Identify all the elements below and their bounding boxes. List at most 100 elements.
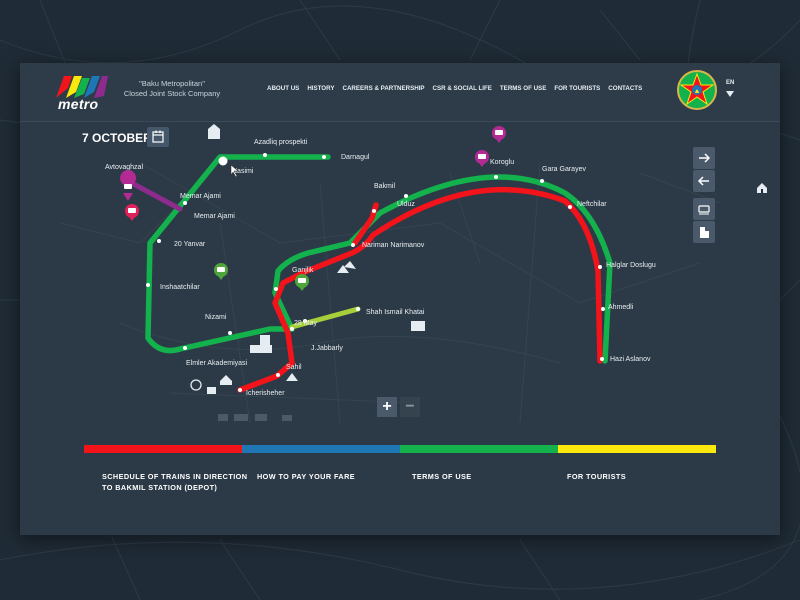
station-dots — [146, 153, 605, 392]
landmark-icon — [190, 124, 425, 394]
station-dot-icherisheher[interactable] — [238, 388, 242, 392]
station-label-darnagul[interactable]: Darnagul — [341, 154, 370, 161]
station-dot-ahmedli[interactable] — [601, 307, 605, 311]
main-panel: metro "Baku Metropolitan" Closed Joint S… — [20, 63, 780, 535]
color-segment-red — [84, 445, 242, 453]
nav-history[interactable]: HISTORY — [307, 85, 335, 92]
station-dot-koroglu[interactable] — [494, 175, 498, 179]
station-label-ulduz[interactable]: Ulduz — [397, 201, 415, 208]
station-label-20-yanvar[interactable]: 20 Yanvar — [174, 241, 206, 248]
calendar-button[interactable] — [147, 127, 169, 147]
bottom-links: SCHEDULE OF TRAINS IN DIRECTION TO BAKMI… — [102, 471, 722, 493]
station-label-narimanov[interactable]: Nariman Narimanov — [362, 242, 425, 249]
link-train-schedule[interactable]: SCHEDULE OF TRAINS IN DIRECTION TO BAKMI… — [102, 472, 248, 492]
station-dot-28-may[interactable] — [290, 327, 294, 331]
station-dot-nasimi[interactable] — [218, 156, 228, 166]
previous-button[interactable] — [693, 170, 715, 192]
station-label-nasimi[interactable]: Nasimi — [232, 168, 254, 175]
station-dot-20-yanvar[interactable] — [157, 239, 161, 243]
company-name-line2: Closed Joint Stock Company — [123, 89, 221, 98]
station-label-icherisheher[interactable]: Icherisheher — [246, 390, 285, 397]
station-label-ganjlik[interactable]: Ganjlik — [292, 267, 314, 274]
faded-icons — [218, 414, 292, 421]
station-label-memar-ajami-2[interactable]: Memar Ajami — [194, 213, 235, 220]
pin-icon[interactable] — [475, 150, 489, 167]
station-label-koroglu[interactable]: Koroglu — [490, 159, 514, 166]
nav-terms-of-use[interactable]: TERMS OF USE — [499, 85, 547, 92]
station-dot-ganjlik[interactable] — [274, 287, 278, 291]
main-nav: ABOUT US HISTORY CAREERS & PARTNERSHIP C… — [263, 85, 646, 92]
station-dot-halglar[interactable] — [598, 265, 602, 269]
station-label-bakmil[interactable]: Bakmil — [374, 183, 395, 190]
station-dot-nizami[interactable] — [228, 331, 232, 335]
company-name-line1: "Baku Metropolitan" — [139, 79, 205, 88]
station-label-ahmedli[interactable]: Ahmedli — [608, 304, 634, 311]
station-label-sahil[interactable]: Sahil — [286, 364, 302, 371]
station-dot-gara-garayev[interactable] — [540, 179, 544, 183]
station-dot-memar-ajami[interactable] — [183, 201, 187, 205]
brand-wordmark: metro — [58, 96, 99, 112]
station-label-neftchilar[interactable]: Neftchilar — [577, 201, 607, 208]
station-label-nizami[interactable]: Nizami — [205, 314, 227, 321]
map-streets — [59, 162, 721, 424]
lime-line[interactable] — [289, 306, 361, 330]
color-segment-yellow — [558, 445, 716, 453]
station-label-avtovaghzal[interactable]: Avtovaghzal — [105, 164, 143, 171]
station-label-azadliq[interactable]: Azadliq prospekti — [254, 139, 308, 146]
house-icon[interactable] — [756, 182, 768, 194]
station-dot-jabbarly[interactable] — [303, 319, 307, 323]
pin-icon[interactable] — [492, 126, 506, 143]
station-label-jabbarly[interactable]: J.Jabbarly — [311, 345, 343, 352]
nav-csr-social-life[interactable]: CSR & SOCIAL LIFE — [432, 85, 492, 92]
nav-contacts[interactable]: CONTACTS — [608, 85, 643, 92]
station-dot-darnagul[interactable] — [322, 155, 326, 159]
station-label-elmler[interactable]: Elmler Akademiyasi — [186, 360, 248, 367]
station-dot-ulduz[interactable] — [404, 194, 408, 198]
pin-icon[interactable] — [120, 170, 137, 201]
pin-icon[interactable] — [214, 263, 228, 280]
language-selector[interactable]: EN — [726, 80, 735, 86]
nav-careers-partnership[interactable]: CAREERS & PARTNERSHIP — [342, 85, 425, 92]
link-terms-of-use[interactable]: TERMS OF USE — [412, 472, 472, 481]
color-segment-blue — [242, 445, 400, 453]
chevron-down-icon[interactable] — [726, 91, 734, 97]
date-label: 7 OCTOBER — [82, 131, 152, 145]
red-line[interactable] — [237, 186, 603, 393]
station-label-memar-ajami[interactable]: Memar Ajami — [180, 193, 221, 200]
calendar-icon — [152, 130, 164, 143]
station-label-inshaatchilar[interactable]: Inshaatchilar — [160, 284, 200, 291]
buildings-filter-button[interactable] — [693, 221, 715, 243]
zoom-out-button[interactable]: − — [400, 397, 420, 417]
station-label-halglar[interactable]: Halglar Doslugu — [606, 262, 656, 269]
next-button[interactable] — [693, 147, 715, 169]
green-line[interactable] — [145, 154, 613, 364]
station-label-hazi-aslanov[interactable]: Hazi Aslanov — [610, 356, 651, 363]
station-dot-shah-ismail[interactable] — [356, 307, 360, 311]
emblem-icon — [677, 70, 717, 110]
arrow-right-icon — [699, 153, 711, 163]
nav-about-us[interactable]: ABOUT US — [267, 85, 300, 92]
station-dot-bakmil[interactable] — [372, 209, 376, 213]
purple-line[interactable] — [125, 178, 183, 212]
station-dot-sahil[interactable] — [276, 373, 280, 377]
train-filter-button[interactable] — [693, 198, 715, 220]
station-label-gara-garayev[interactable]: Gara Garayev — [542, 166, 586, 173]
nav-for-tourists[interactable]: FOR TOURISTS — [554, 85, 601, 92]
metro-logo[interactable] — [54, 70, 110, 114]
link-for-tourists[interactable]: FOR TOURISTS — [567, 472, 626, 481]
station-dot-elmler[interactable] — [183, 346, 187, 350]
station-label-28-may[interactable]: 28 May — [294, 320, 317, 327]
station-dot-azadliq[interactable] — [263, 153, 267, 157]
station-dot-hazi-aslanov[interactable] — [600, 357, 604, 361]
pin-icon[interactable] — [125, 204, 139, 221]
pin-icon[interactable] — [295, 274, 309, 291]
link-pay-fare[interactable]: HOW TO PAY YOUR FARE — [257, 472, 356, 481]
station-label-shah-ismail[interactable]: Shah Ismail Khatai — [366, 309, 425, 316]
site-header: metro "Baku Metropolitan" Closed Joint S… — [20, 63, 780, 122]
zoom-in-button[interactable]: + — [377, 397, 397, 417]
metro-map: Avtovaghzal Memar Ajami Memar Ajami Nasi… — [59, 124, 721, 424]
station-dot-narimanov[interactable] — [351, 243, 355, 247]
station-dot-inshaatchilar[interactable] — [146, 283, 150, 287]
pointer-cursor-icon — [230, 164, 239, 178]
station-dot-neftchilar[interactable] — [568, 205, 572, 209]
